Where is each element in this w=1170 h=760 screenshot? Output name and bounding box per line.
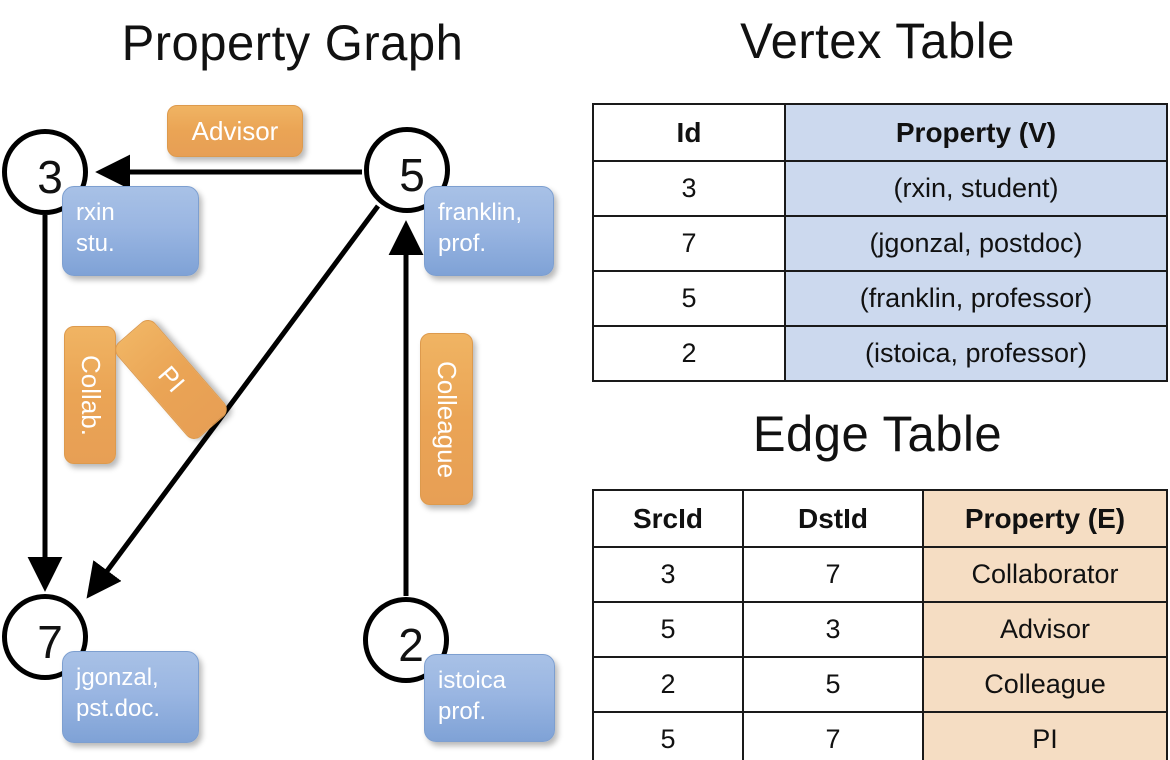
page-title-vertex-table: Vertex Table [740,13,1015,69]
vertex-cell-id: 5 [592,270,786,327]
graph-node-2[interactable]: 2 [363,597,449,683]
edge-cell-srcid: 5 [592,711,744,760]
edge-table-header-property: Property (E) [922,489,1168,548]
graph-node-5-label: 5 [399,149,425,201]
table-row[interactable]: 3 7 Collaborator [592,546,1168,603]
table-row[interactable]: 2 5 Colleague [592,656,1168,713]
page-title-property-graph: Property Graph [121,15,464,71]
edge-cell-dstid: 7 [742,711,924,760]
graph-node-7-property: jgonzal, pst.doc. [62,651,199,743]
graph-node-7-label: 7 [37,616,63,668]
vertex-cell-property: (rxin, student) [784,160,1168,217]
graph-node-5[interactable]: 5 [364,127,450,213]
vertex-table-header-row: Id Property (V) [592,103,1168,162]
edge-table-header-srcid: SrcId [592,489,744,548]
edge-badge-collab-label: Collab. [75,354,106,436]
vertex-cell-id: 3 [592,160,786,217]
vertex-cell-property: (istoica, professor) [784,325,1168,382]
graph-node-5-property: franklin, prof. [424,186,554,276]
edge-cell-property: Advisor [922,601,1168,658]
edge-badge-colleague-label: Colleague [432,360,462,478]
edge-badge-advisor: Advisor [167,105,303,157]
edge-cell-property: PI [922,711,1168,760]
vertex-table: Id Property (V) 3 (rxin, student) 7 (jgo… [592,103,1168,382]
graph-node-2-label: 2 [398,619,424,671]
table-row[interactable]: 7 (jgonzal, postdoc) [592,215,1168,272]
edge-badge-colleague: Colleague [420,333,473,505]
vertex-table-header-property: Property (V) [784,103,1168,162]
edge-cell-srcid: 2 [592,656,744,713]
edge-cell-srcid: 5 [592,601,744,658]
edge-table-header-dstid: DstId [742,489,924,548]
table-row[interactable]: 2 (istoica, professor) [592,325,1168,382]
edge-line-pi [86,204,381,599]
edge-cell-dstid: 5 [742,656,924,713]
table-row[interactable]: 5 3 Advisor [592,601,1168,658]
graph-node-3-label: 3 [37,151,63,203]
table-row[interactable]: 3 (rxin, student) [592,160,1168,217]
edge-badge-pi-label: PI [151,360,191,399]
vertex-cell-property: (franklin, professor) [784,270,1168,327]
page-title-edge-table: Edge Table [752,406,1003,462]
edge-badge-collab: Collab. [64,326,116,464]
vertex-cell-id: 7 [592,215,786,272]
vertex-cell-property: (jgonzal, postdoc) [784,215,1168,272]
vertex-table-header-id: Id [592,103,786,162]
edge-cell-property: Colleague [922,656,1168,713]
edge-cell-property: Collaborator [922,546,1168,603]
table-row[interactable]: 5 7 PI [592,711,1168,760]
edge-cell-dstid: 7 [742,546,924,603]
edge-table: SrcId DstId Property (E) 3 7 Collaborato… [592,489,1168,760]
edge-cell-srcid: 3 [592,546,744,603]
edge-cell-dstid: 3 [742,601,924,658]
graph-edges-svg [27,154,424,599]
table-row[interactable]: 5 (franklin, professor) [592,270,1168,327]
graph-node-2-property: istoica prof. [424,654,555,742]
edge-badge-advisor-label: Advisor [191,115,279,146]
vertex-cell-id: 2 [592,325,786,382]
graph-node-3-property: rxin stu. [62,186,199,276]
edge-table-header-row: SrcId DstId Property (E) [592,489,1168,548]
property-graph-diagram: 3 rxin stu. 5 franklin, prof. 7 jgonzal,… [2,105,555,743]
